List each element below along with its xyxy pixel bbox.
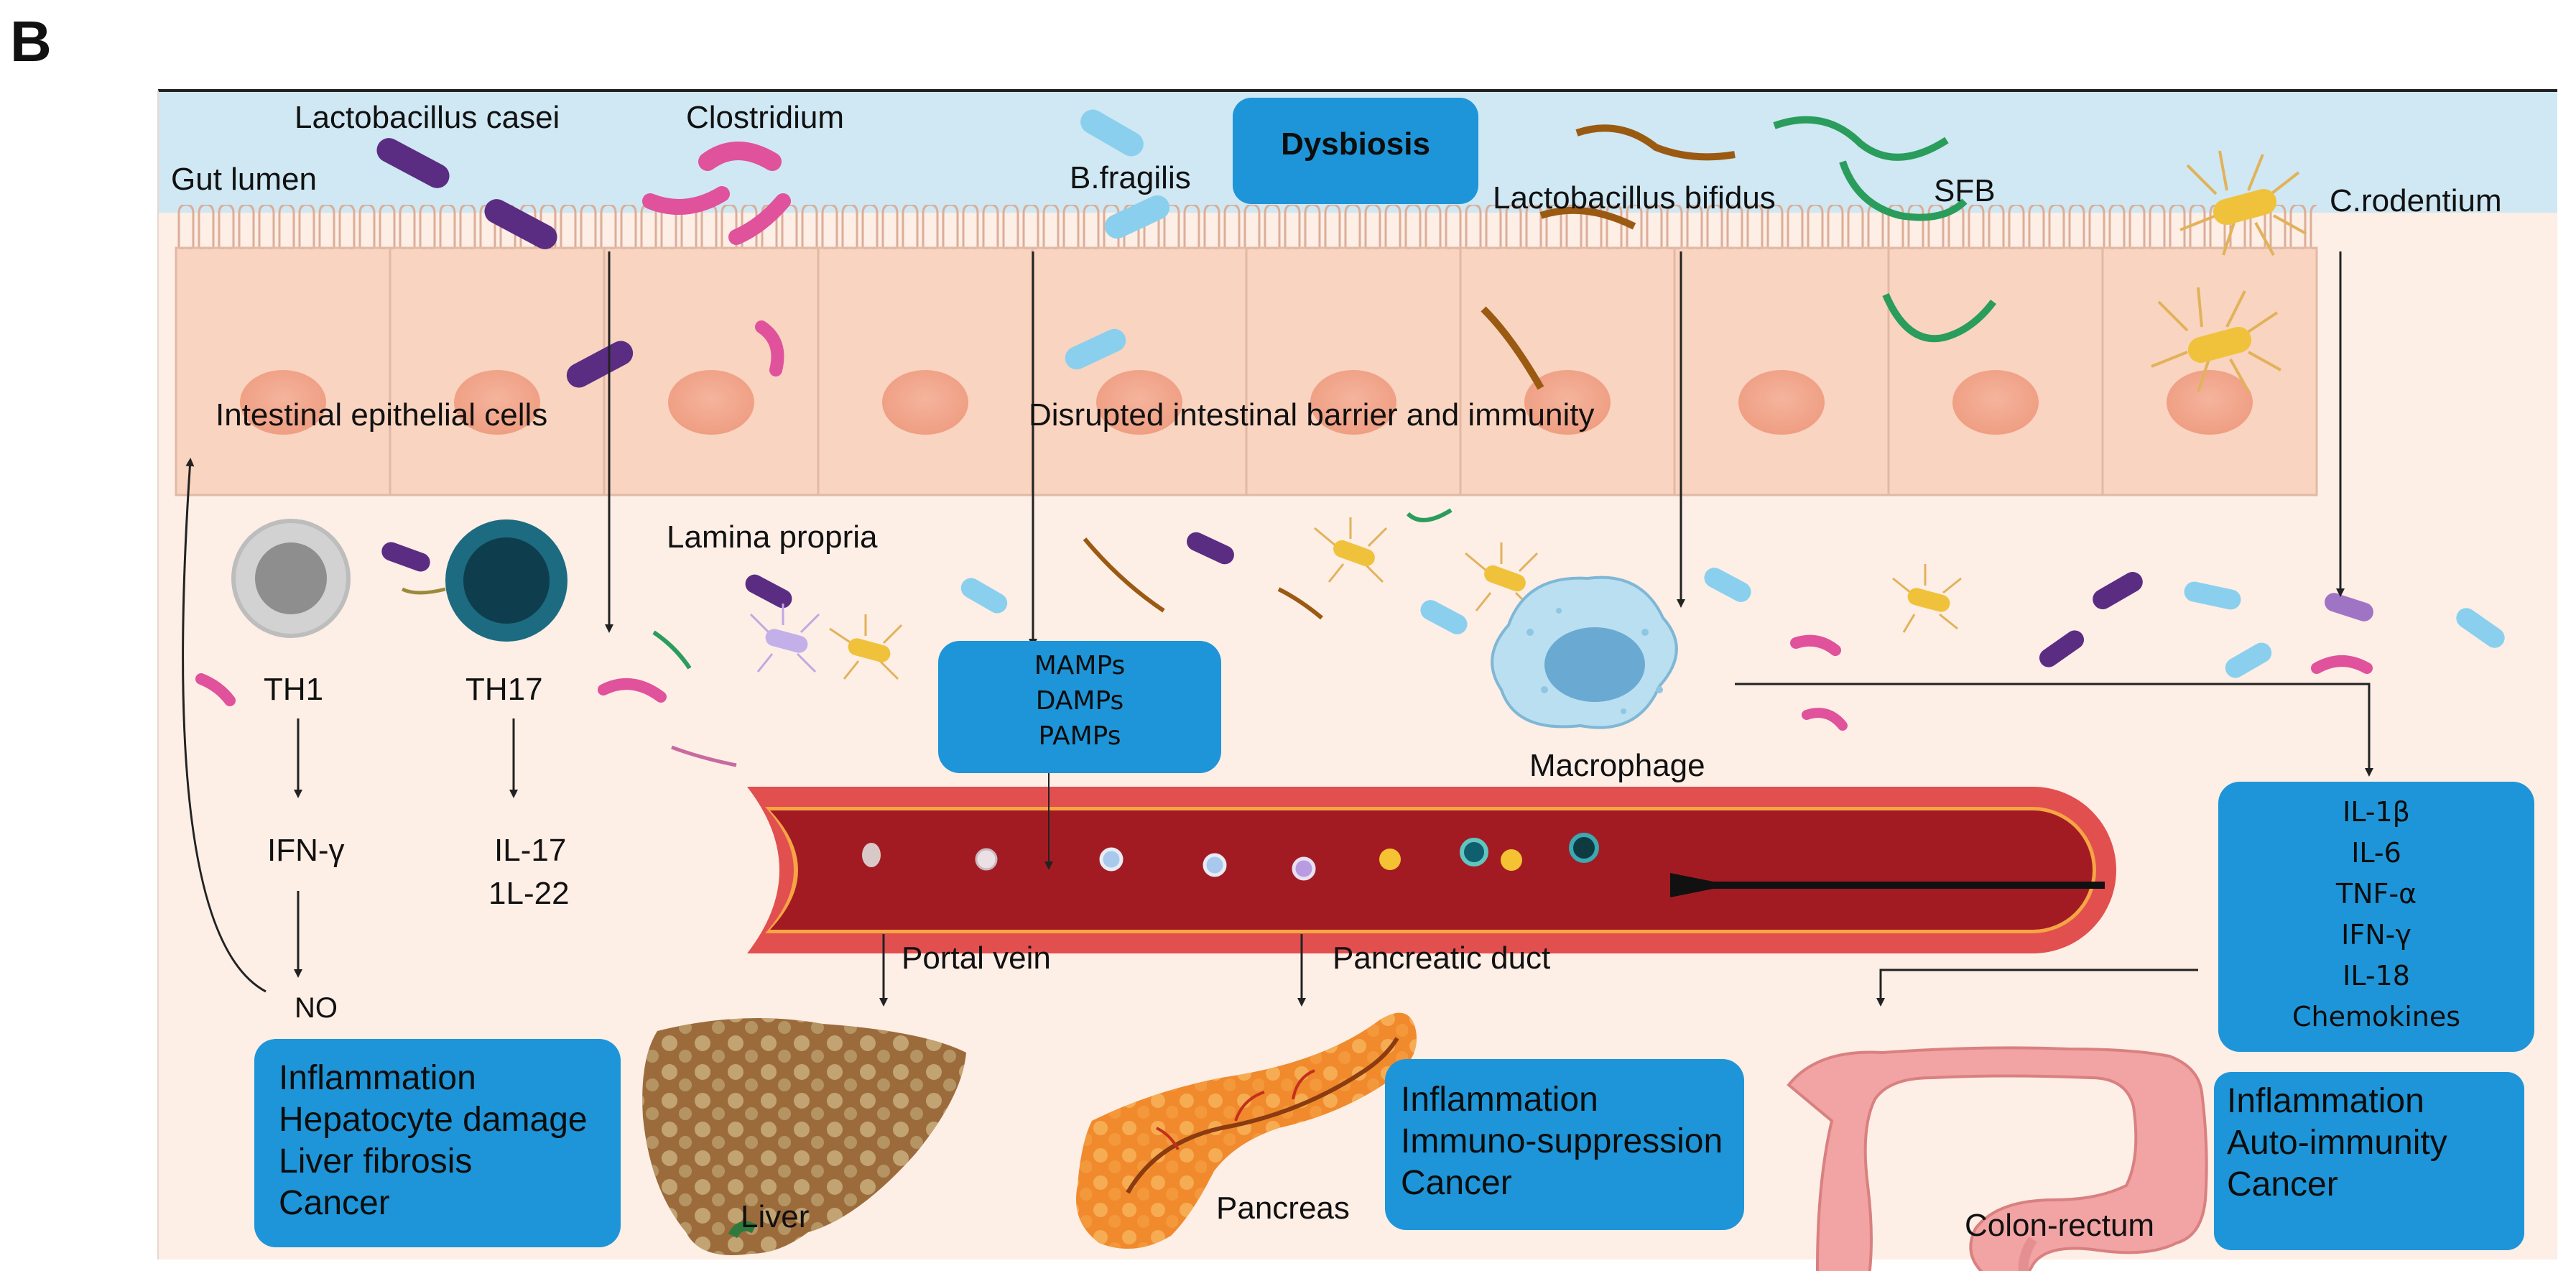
portal-vein-label: Portal vein xyxy=(902,940,1051,976)
mamps-label: MAMPs xyxy=(1034,651,1126,680)
nucleus-icon xyxy=(668,370,754,435)
nucleus-icon xyxy=(240,370,326,435)
lactobacillus-casei-icon xyxy=(376,138,450,188)
th17-label: TH17 xyxy=(465,672,543,707)
dysbiosis-label: Dysbiosis xyxy=(1281,126,1430,162)
clostridium-icon xyxy=(728,193,791,245)
nucleus-icon xyxy=(1738,370,1825,435)
th1-label: TH1 xyxy=(264,672,324,707)
pancreatic-duct-label: Pancreatic duct xyxy=(1333,940,1551,976)
pancreas-label: Pancreas xyxy=(1216,1191,1350,1226)
c-rodentium-icon xyxy=(2179,150,2307,256)
damps-label: DAMPs xyxy=(1035,686,1124,716)
no-label: NO xyxy=(295,992,338,1024)
liver-icon xyxy=(642,1018,966,1255)
colon-outcome-item: Cancer xyxy=(2227,1165,2338,1203)
pancreas-outcomes-box: Inflammation Immuno-suppression Cancer xyxy=(1385,1059,1744,1230)
c-rodentium-icon xyxy=(2151,287,2281,392)
chemokines-label: Chemokines xyxy=(2292,1001,2461,1032)
intestinal-epithelial-cells-label: Intestinal epithelial cells xyxy=(216,397,548,433)
nucleus-icon xyxy=(882,370,968,435)
lumen-bacteria xyxy=(376,109,2307,392)
dysbiosis-badge: Dysbiosis xyxy=(1233,98,1478,204)
blood-vessel xyxy=(747,787,2213,953)
b-fragilis-icon xyxy=(1104,195,1170,239)
liver-outcome-item: Liver fibrosis xyxy=(279,1142,473,1180)
il17-label: IL-17 xyxy=(494,833,567,868)
sfb-icon xyxy=(1839,160,1968,221)
b-fragilis-icon xyxy=(1065,328,1126,370)
nucleus-icon xyxy=(2167,370,2253,435)
nucleus-icon xyxy=(1524,370,1611,435)
lamina-propria-label: Lamina propria xyxy=(667,519,878,555)
cytokines-box: IL-1β IL-6 TNF-α IFN-γ IL-18 Chemokines xyxy=(2218,782,2534,1052)
pancreas-outcome-item: Immuno-suppression xyxy=(1401,1122,1723,1160)
blood-cells xyxy=(862,833,1599,881)
nucleus-icon xyxy=(1096,370,1182,435)
b-fragilis-icon xyxy=(1080,109,1144,157)
pamps-label: PAMPs xyxy=(1038,721,1121,751)
colon-outcome-item: Inflammation xyxy=(2227,1082,2424,1120)
b-fragilis-label: B.fragilis xyxy=(1070,160,1191,195)
disrupted-barrier-label: Disrupted intestinal barrier and immunit… xyxy=(1029,397,1595,433)
colon-outcomes-box: Inflammation Auto-immunity Cancer xyxy=(2214,1072,2524,1250)
liver-outcome-item: Inflammation xyxy=(279,1059,476,1097)
liver-label: Liver xyxy=(741,1199,810,1234)
pancreas-outcome-item: Inflammation xyxy=(1401,1081,1598,1119)
gut-lumen-label: Gut lumen xyxy=(171,162,317,197)
il18-label: IL-18 xyxy=(2343,960,2410,992)
il22-label: 1L-22 xyxy=(488,876,570,911)
lactobacillus-bifidus-icon xyxy=(1481,306,1544,390)
nucleus-icon xyxy=(1310,370,1396,435)
ifn-gamma-label: IFN-γ xyxy=(267,833,345,868)
colon-icon xyxy=(1787,1046,2208,1271)
nucleus-icon xyxy=(454,370,540,435)
macrophage-label: Macrophage xyxy=(1529,748,1705,783)
colon-rectum-label: Colon-rectum xyxy=(1965,1208,2155,1243)
lactobacillus-casei-icon xyxy=(566,341,634,388)
macrophage-icon xyxy=(1491,576,1678,729)
clostridium-icon xyxy=(642,186,730,215)
th1-cell-icon xyxy=(231,519,351,638)
th17-cell-icon xyxy=(401,519,567,642)
tnf-alpha-label: TNF-α xyxy=(2335,878,2417,910)
il1b-label: IL-1β xyxy=(2343,796,2410,828)
pancreas-outcome-item: Cancer xyxy=(1401,1164,1512,1202)
liver-outcome-item: Hepatocyte damage xyxy=(279,1101,588,1139)
liver-outcomes-box: Inflammation Hepatocyte damage Liver fib… xyxy=(254,1039,621,1247)
lactobacillus-bifidus-icon xyxy=(1575,124,1736,161)
liver-outcome-item: Cancer xyxy=(279,1184,390,1222)
sfb-icon xyxy=(1773,116,1949,161)
c-rodentium-label: C.rodentium xyxy=(2330,183,2502,218)
sfb-label: SFB xyxy=(1934,173,1996,208)
panel-letter: B xyxy=(10,9,52,73)
il6-label: IL-6 xyxy=(2351,837,2401,869)
lactobacillus-casei-label: Lactobacillus casei xyxy=(295,100,560,135)
clostridium-label: Clostridium xyxy=(686,100,845,135)
lactobacillus-bifidus-icon xyxy=(1539,206,1636,230)
lamina-bacteria xyxy=(195,508,2505,767)
colon-outcome-item: Auto-immunity xyxy=(2227,1124,2447,1162)
clostridium-icon xyxy=(698,142,782,171)
pancreas-icon xyxy=(1076,1012,1417,1249)
clostridium-icon xyxy=(755,320,784,376)
ifn-gamma-cytokine-label: IFN-γ xyxy=(2341,919,2411,951)
nucleus-icon xyxy=(1952,370,2039,435)
sfb-icon xyxy=(1882,293,1996,343)
epithelial-layer xyxy=(175,205,2318,496)
arrows xyxy=(182,251,2373,1007)
lactobacillus-casei-icon xyxy=(484,199,557,249)
lactobacillus-bifidus-label: Lactobacillus bifidus xyxy=(1493,180,1776,216)
mamps-box: MAMPs DAMPs PAMPs xyxy=(938,641,1221,773)
